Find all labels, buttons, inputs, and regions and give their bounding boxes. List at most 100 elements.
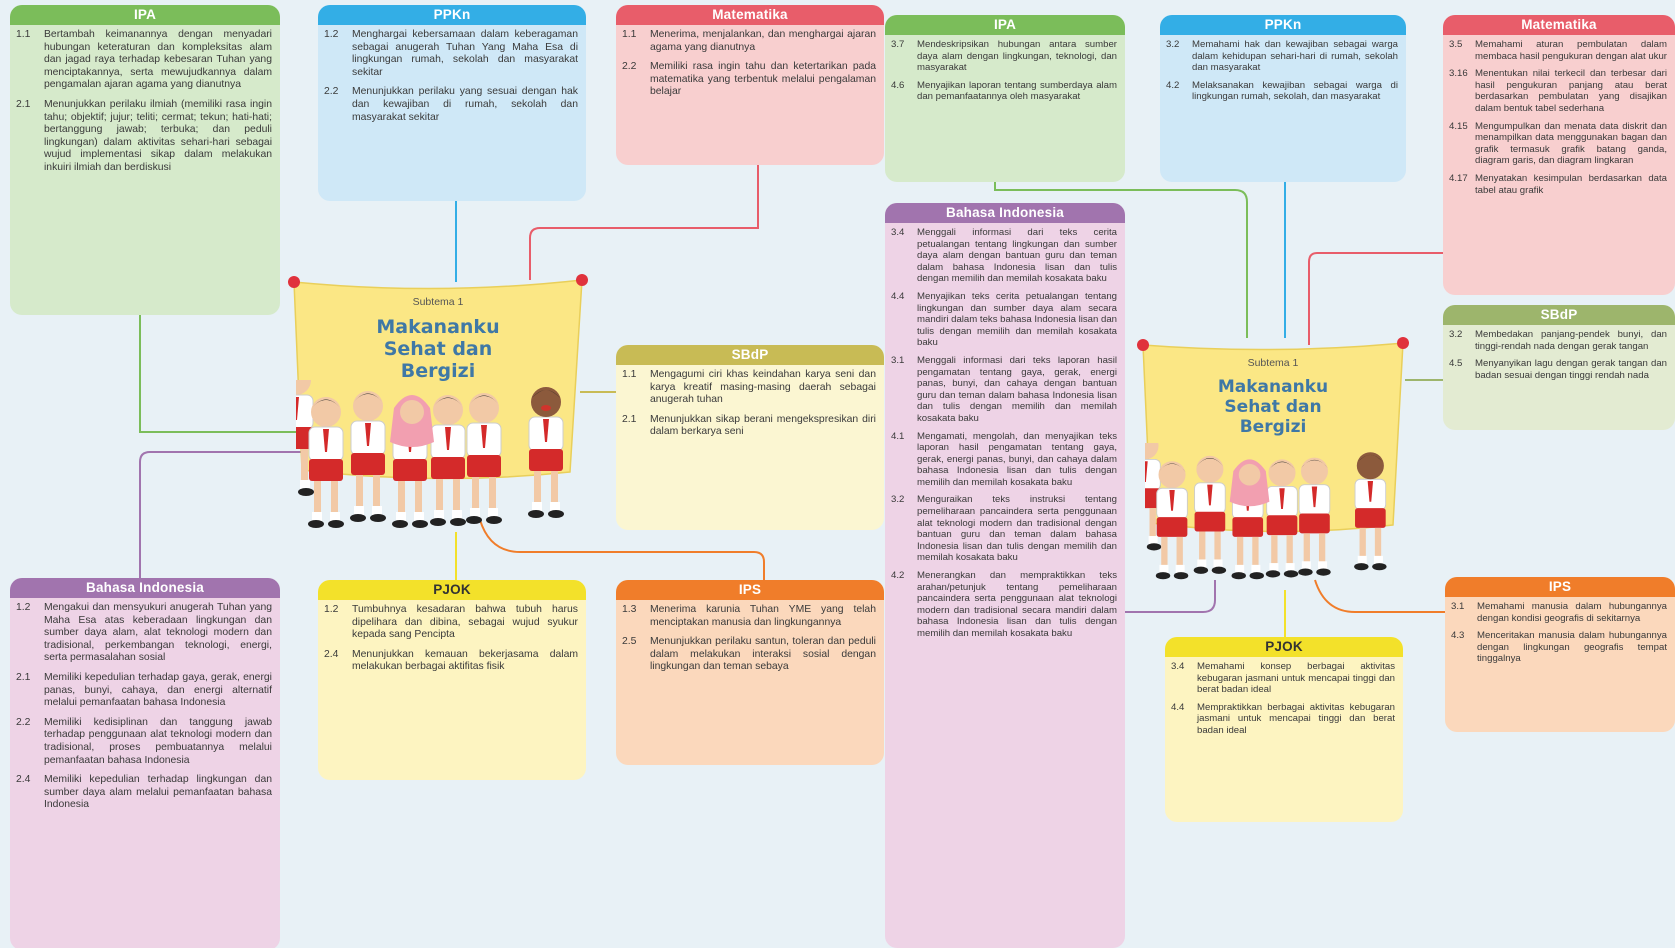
right-connector-lines xyxy=(994,180,1445,640)
theme-title-line: Bergizi xyxy=(400,360,476,382)
competency-number: 4.17 xyxy=(1449,172,1468,184)
card-title: SBdP xyxy=(616,345,884,365)
competency-text: Mengumpulkan dan menata data diskrit dan… xyxy=(1475,120,1667,167)
competency-number: 3.2 xyxy=(1166,39,1180,50)
competency-text: Mengakui dan mensyukuri anugerah Tuhan y… xyxy=(44,602,272,664)
card-title: IPA xyxy=(885,15,1125,35)
competency-number: 2.1 xyxy=(16,98,31,110)
card-ppkn: PPKn 3.2 Memahami hak dan kewajiban sebag… xyxy=(1160,15,1406,182)
theme-title: Makananku Sehat dan Bergizi xyxy=(1137,377,1409,437)
competency-text: Tumbuhnya kesadaran bahwa tubuh harus di… xyxy=(352,604,578,641)
competency-number: 2.2 xyxy=(324,86,339,98)
children-illustration xyxy=(1145,443,1388,580)
competency-text: Memahami hak dan kewajiban sebagai warga… xyxy=(1192,39,1398,74)
card-sbdp: SBdP 1.1 Mengagumi ciri khas keindahan ka… xyxy=(616,345,884,530)
competency-text: Menghargai kebersamaan dalam keberagaman… xyxy=(352,29,578,78)
competency-number: 3.16 xyxy=(1449,68,1468,80)
competency-item: 4.2 Menerangkan dan mempraktikkan teks ar… xyxy=(891,570,1117,640)
competency-text: Memiliki rasa ingin tahu dan ketertarika… xyxy=(650,61,876,98)
connector-bahasa-indonesia xyxy=(139,451,318,584)
competency-number: 1.2 xyxy=(324,604,339,615)
competency-number: 2.4 xyxy=(16,774,31,786)
competency-number: 3.1 xyxy=(891,354,905,366)
competency-item: 3.16 Menentukan nilai terkecil dan terbes… xyxy=(1449,68,1667,114)
competency-number: 2.2 xyxy=(16,716,31,728)
theme-title-line: Sehat dan xyxy=(383,338,493,360)
competency-item: 4.15 Mengumpulkan dan menata data diskrit… xyxy=(1449,121,1667,167)
competency-number: 3.5 xyxy=(1449,39,1463,50)
competency-number: 1.1 xyxy=(622,369,637,380)
competency-item: 4.17 Menyatakan kesimpulan berdasarkan da… xyxy=(1449,173,1667,196)
competency-number: 4.2 xyxy=(1166,79,1180,91)
competency-text: Mengamati, mengolah, dan menyajikan teks… xyxy=(917,430,1117,488)
competency-number: 3.4 xyxy=(1171,661,1185,672)
connector-matematika xyxy=(529,165,759,280)
competency-number: 3.2 xyxy=(1449,329,1463,340)
competency-number: 4.15 xyxy=(1449,120,1468,132)
theme-title-line: Makananku xyxy=(376,316,500,338)
card-title: Matematika xyxy=(1443,15,1675,35)
competency-text: Memahami aturan pembulatan dalam membaca… xyxy=(1475,39,1668,62)
connector-ips xyxy=(479,519,765,584)
card-title: IPS xyxy=(616,580,884,600)
competency-number: 3.2 xyxy=(891,494,905,506)
competency-text: Menerangkan dan mempraktikkan teks araha… xyxy=(917,570,1117,639)
competency-number: 4.2 xyxy=(891,570,905,582)
card-title: PJOK xyxy=(318,580,586,600)
competency-number: 2.1 xyxy=(622,413,637,425)
competency-text: Menyanyikan lagu dengan gerak tangan dan… xyxy=(1475,358,1667,381)
competency-text: Memahami konsep berbagai aktivitas kebug… xyxy=(1197,661,1395,696)
competency-text: Menyatakan kesimpulan berdasarkan data t… xyxy=(1475,172,1667,196)
competency-text: Menentukan nilai terkecil dan terbesar d… xyxy=(1475,68,1667,114)
competency-number: 4.5 xyxy=(1449,358,1463,370)
competency-item: 2.4 Menunjukkan kemauan bekerjasama dalam… xyxy=(324,649,578,674)
theme-title-line: Sehat dan xyxy=(1224,397,1322,417)
competency-text: Menunjukkan perilaku ilmiah (memiliki ra… xyxy=(44,98,272,173)
card-title: PPKn xyxy=(1160,15,1406,35)
competency-number: 4.4 xyxy=(1171,701,1185,713)
competency-item: 2.1 Menunjukkan perilaku ilmiah (memiliki… xyxy=(16,99,272,175)
competency-number: 3.4 xyxy=(891,227,905,238)
competency-number: 2.4 xyxy=(324,648,339,660)
competency-text: Menunjukkan perilaku yang sesuai dengan … xyxy=(352,86,578,123)
competency-item: 3.4 Memahami konsep berbagai aktivitas ke… xyxy=(1171,661,1395,696)
competency-text: Bertambah keimanannya dengan menyadari h… xyxy=(44,29,272,91)
competency-number: 1.1 xyxy=(16,29,31,40)
competency-text: Memiliki kedisiplinan dan tanggung jawab… xyxy=(44,716,272,766)
competency-item: 3.2 Memahami hak dan kewajiban sebagai wa… xyxy=(1166,39,1398,74)
theme-title: Makananku Sehat dan Bergizi xyxy=(288,316,588,382)
competency-number: 4.3 xyxy=(1451,630,1465,642)
subtheme-label: Subtema 1 xyxy=(412,296,464,308)
competency-number: 1.1 xyxy=(622,29,637,40)
card-pjok: PJOK 1.2 Tumbuhnya kesadaran bahwa tubuh … xyxy=(318,580,586,780)
competency-number: 2.1 xyxy=(16,671,31,683)
competency-number: 4.1 xyxy=(891,430,905,442)
connector-ipa xyxy=(139,290,318,433)
competency-item: 1.2 Mengakui dan mensyukuri anugerah Tuha… xyxy=(16,602,272,665)
competency-text: Mengagumi ciri khas keindahan karya seni… xyxy=(650,369,876,406)
theme-title-line: Bergizi xyxy=(1239,417,1307,437)
competency-text: Menyajikan laporan tentang sumberdaya al… xyxy=(917,79,1117,103)
competency-text: Menunjukkan kemauan bekerjasama dalam me… xyxy=(352,648,578,673)
theme-banner: Subtema 1 Makananku Sehat dan Bergizi xyxy=(1137,335,1409,595)
competency-item: 1.2 Tumbuhnya kesadaran bahwa tubuh harus… xyxy=(324,604,578,642)
competency-text: Menggali informasi dari teks laporan has… xyxy=(917,354,1117,424)
competency-number: 1.2 xyxy=(16,602,31,613)
